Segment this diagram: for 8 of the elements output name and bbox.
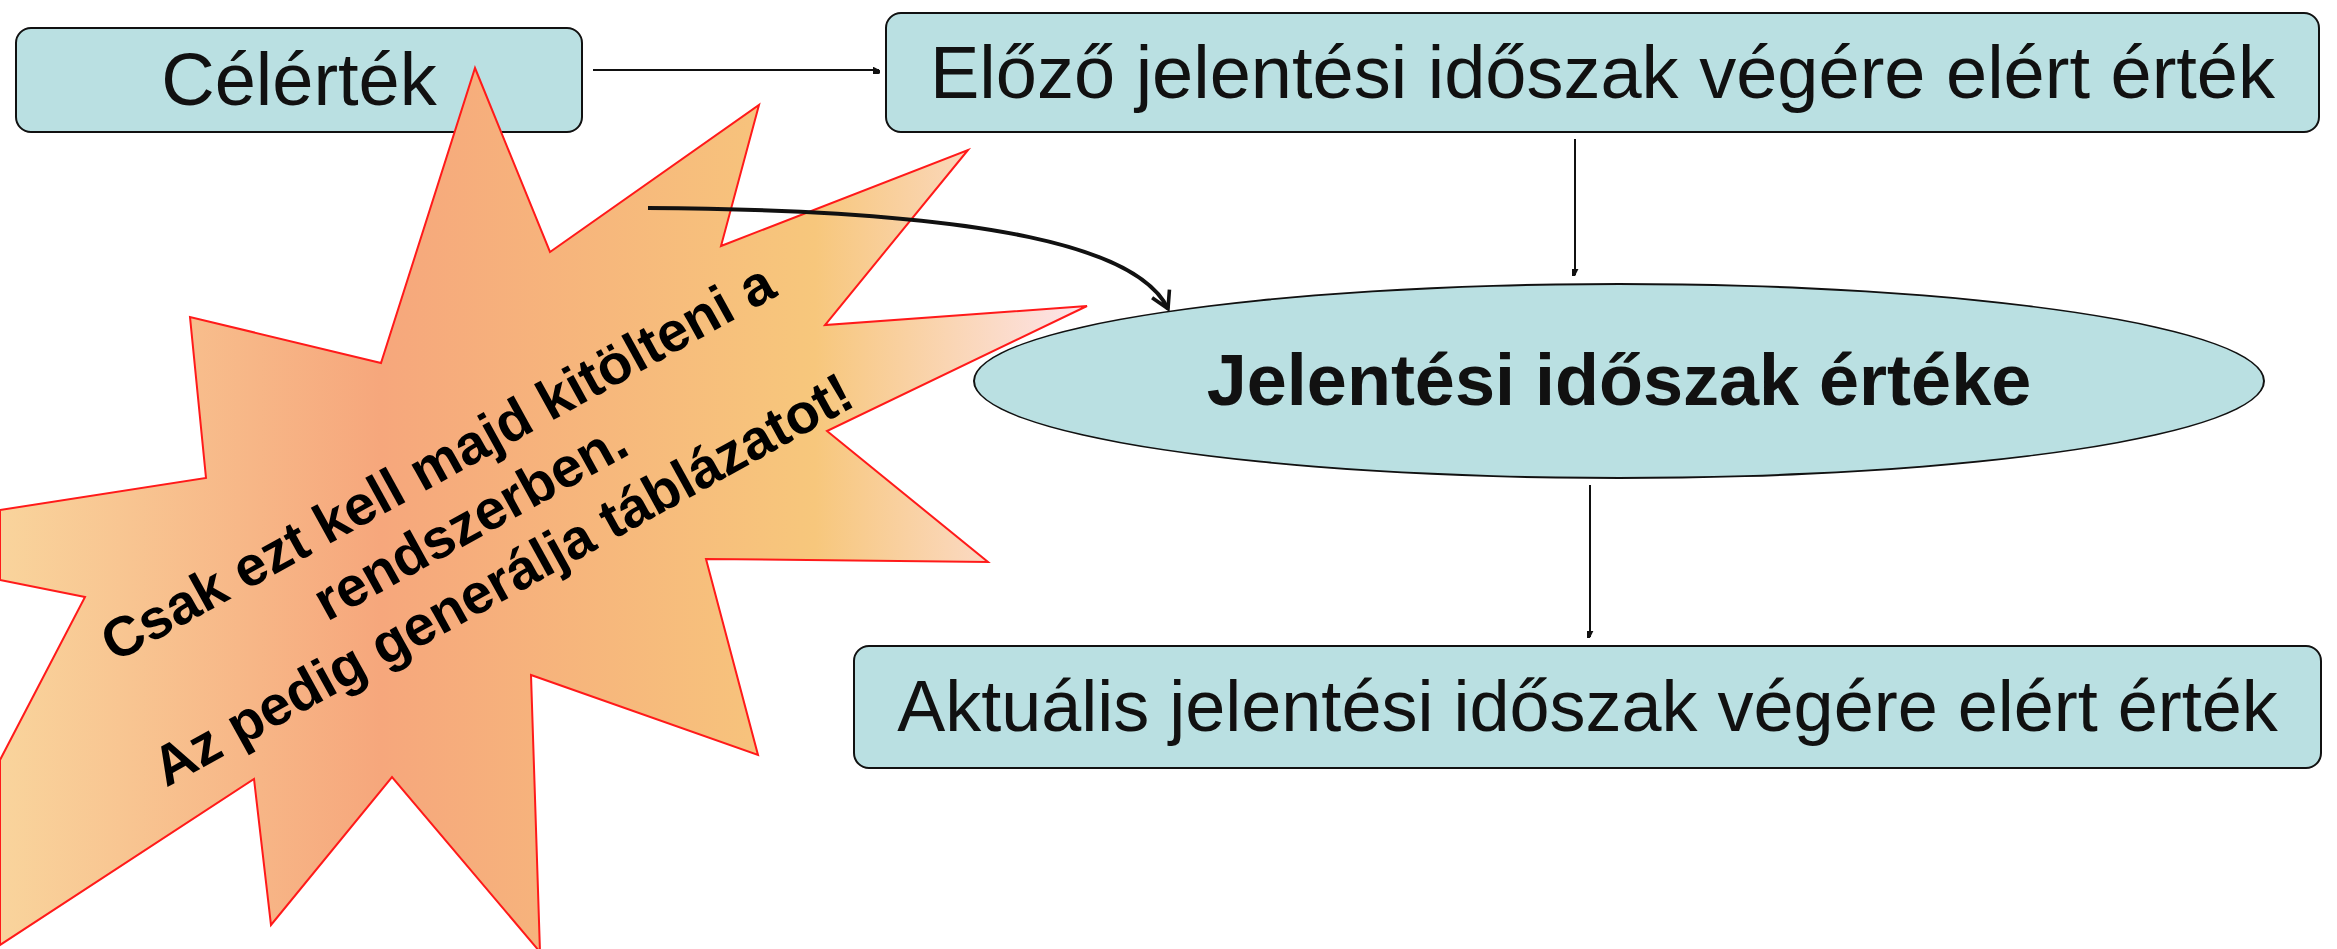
ellipse-label: Jelentési időszak értéke xyxy=(1206,341,2032,421)
arrow xyxy=(647,206,1170,311)
process-box xyxy=(15,27,583,133)
process-box xyxy=(885,12,2320,133)
box-label: Célérték xyxy=(161,39,437,121)
box-label: Aktuális jelentési időszak végére elért érték xyxy=(897,667,2278,747)
box-label: Előző jelentési időszak végére elért érték xyxy=(929,31,2275,114)
process-box xyxy=(853,645,2322,769)
